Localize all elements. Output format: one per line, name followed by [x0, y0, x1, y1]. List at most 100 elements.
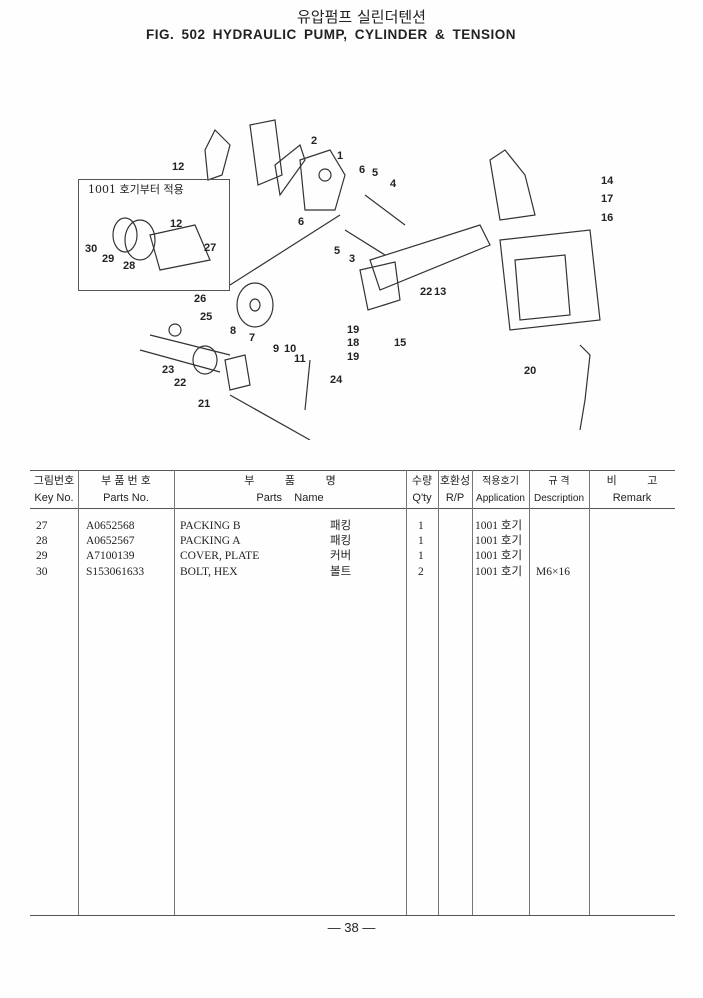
key-no: 27 [36, 520, 48, 532]
description: M6×16 [536, 565, 570, 578]
part-name-ko: 커버 [330, 550, 352, 563]
callout: 12 [172, 161, 185, 173]
qty: 1 [418, 535, 424, 548]
page-number: — 38 — [327, 920, 376, 935]
column-divider [472, 470, 473, 915]
header-en: Description [533, 493, 585, 504]
part-name-en: COVER, PLATE [180, 550, 260, 563]
table-bottom-rule [30, 915, 675, 916]
callout: 18 [347, 337, 360, 349]
application: 1001 호기 [475, 520, 523, 532]
part-name-ko: 패킹 [330, 520, 352, 532]
callout: 19 [347, 351, 360, 363]
qty: 2 [418, 565, 424, 578]
header-en: Application [476, 493, 525, 504]
column-divider [438, 470, 439, 915]
callout: 12 [170, 218, 183, 230]
header-key-no: 그림번호 Key No. [30, 473, 78, 507]
callout: 16 [601, 212, 614, 224]
part-name-en: PACKING B [180, 520, 241, 532]
callout: 10 [284, 343, 297, 355]
part-name-ko: 볼트 [330, 565, 352, 578]
column-divider [174, 470, 175, 915]
callout: 29 [102, 253, 115, 265]
qty: 1 [418, 520, 424, 532]
header-remark: 비 고 Remark [589, 473, 675, 507]
table-header-rule [30, 508, 675, 509]
part-name-en: BOLT, HEX [180, 565, 238, 578]
callout: 2 [311, 135, 318, 147]
column-divider [589, 470, 590, 915]
header-ko: 호환성 [439, 475, 471, 487]
callout: 28 [123, 260, 136, 272]
application: 1001 호기 [475, 535, 523, 548]
header-en: Parts No. [103, 492, 149, 504]
header-ko: 부 품 명 [244, 475, 336, 487]
part-no: S153061633 [86, 565, 145, 578]
inset-label: 1001 호기부터 적용 [88, 183, 184, 196]
callout: 22 [174, 377, 187, 389]
callout: 26 [194, 293, 207, 305]
callout: 23 [162, 364, 175, 376]
column-divider [406, 470, 407, 915]
header-qty: 수량 Q'ty [406, 473, 438, 507]
part-no: A0652567 [86, 535, 135, 548]
header-parts-name: 부 품 명 Parts Name [174, 473, 406, 507]
header-en: R/P [445, 492, 465, 504]
header-en: Remark [612, 492, 652, 504]
header-ko: 비 고 [606, 475, 658, 487]
callout: 8 [230, 325, 237, 337]
callout: 17 [601, 193, 614, 205]
header-ko: 부 품 번 호 [101, 475, 151, 487]
callout: 11 [294, 353, 306, 365]
header-rp: 호환성 R/P [438, 473, 472, 507]
key-no: 30 [36, 565, 48, 578]
inset-box-1001 [78, 179, 230, 291]
callout: 15 [394, 337, 407, 349]
callout: 13 [434, 286, 447, 298]
part-name-en: PACKING A [180, 535, 241, 548]
callout: 27 [204, 242, 217, 254]
header-ko: 규 격 [548, 476, 570, 487]
callout: 22 [420, 286, 433, 298]
callout: 14 [601, 175, 614, 187]
callout: 21 [198, 398, 211, 410]
header-ko: 수량 [411, 475, 433, 487]
header-ko: 그림번호 [33, 475, 75, 487]
callout: 5 [334, 245, 341, 257]
header-ko: 적용호기 [482, 476, 519, 487]
column-divider [78, 470, 79, 915]
key-no: 29 [36, 550, 48, 563]
header-en: Q'ty [412, 492, 432, 504]
qty: 1 [418, 550, 424, 563]
callout: 25 [200, 311, 213, 323]
part-no: A7100139 [86, 550, 135, 563]
callout: 3 [349, 253, 356, 265]
application: 1001 호기 [475, 565, 523, 578]
key-no: 28 [36, 535, 48, 548]
callout: 7 [249, 332, 256, 344]
callout: 30 [85, 243, 98, 255]
header-description: 규 격 Description [529, 473, 589, 507]
callout: 4 [390, 178, 397, 190]
title-korean: 유압펌프 실린더텐션 [297, 8, 426, 26]
callout: 9 [273, 343, 280, 355]
callout: 20 [524, 365, 537, 377]
part-name-ko: 패킹 [330, 535, 352, 548]
callout: 1 [337, 150, 344, 162]
title-english: FIG. 502 HYDRAULIC PUMP, CYLINDER & TENS… [146, 27, 517, 42]
callout: 6 [359, 164, 366, 176]
part-no: A0652568 [86, 520, 135, 532]
application: 1001 호기 [475, 550, 523, 563]
header-application: 적용호기 Application [472, 473, 529, 507]
table-top-rule [30, 470, 675, 471]
column-divider [529, 470, 530, 915]
callout: 19 [347, 324, 360, 336]
header-en: Parts Name [256, 492, 324, 504]
header-en: Key No. [34, 492, 74, 504]
header-parts-no: 부 품 번 호 Parts No. [78, 473, 174, 507]
callout: 6 [298, 216, 305, 228]
exploded-parts-diagram [112, 119, 601, 440]
callout: 5 [372, 167, 379, 179]
